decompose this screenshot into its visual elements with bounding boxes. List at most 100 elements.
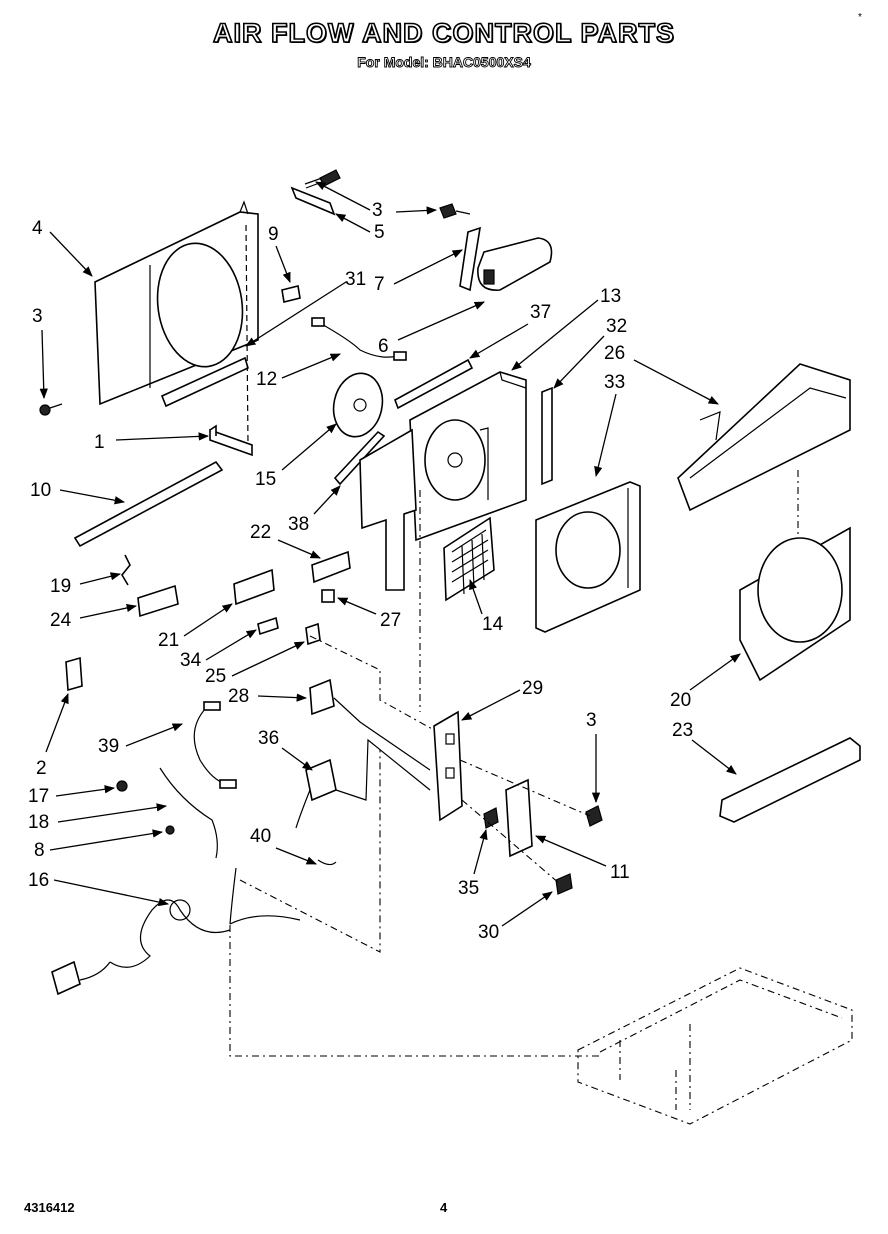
part-13-bulkhead [409,371,527,542]
callout-17: 17 [28,786,49,807]
callout-12: 12 [256,369,277,390]
screw-3-right [585,805,603,827]
callout-37: 37 [530,302,551,323]
assembly-line-switch [309,635,435,731]
callout-1: 1 [94,432,105,453]
part-18-ground-wire [159,767,218,859]
part-27-block [321,589,335,603]
callout-7: 7 [374,274,385,295]
callout-24: 24 [50,610,72,631]
screw-3-upper-right [439,203,471,219]
callout-25: 25 [205,666,226,687]
part-10-seal-strip [73,460,224,548]
callout-20: 20 [670,690,691,711]
part-15-fan-hub [332,372,384,438]
callout-labels: 4 3 9 31 3 5 7 6 12 1 10 15 38 37 13 32 … [28,200,693,943]
part-25-connector [305,622,321,646]
callout-33: 33 [604,372,625,393]
part-17-screw [116,780,128,792]
screw-3-left [39,403,63,416]
assembly-line-harness [229,925,600,1057]
page-number: 4 [440,1200,448,1215]
callout-10: 10 [30,480,51,501]
page-title: AIR FLOW AND CONTROL PARTS [212,17,675,49]
control-mount-bracket [359,428,417,591]
part-11-cover [505,778,533,858]
part-30-screw [555,873,573,895]
assembly-line-35 [461,799,561,885]
callout-34: 34 [180,650,202,671]
part-28-switch [309,678,335,716]
document-number: 4316412 [24,1200,75,1215]
callout-6: 6 [378,336,389,357]
callout-16: 16 [28,870,49,891]
callout-18: 18 [28,812,49,833]
callout-36: 36 [258,728,279,749]
assembly-line-cord [239,750,381,953]
part-20-orifice-ring-panel [739,526,851,682]
callout-5: 5 [374,222,385,243]
part-9-block [281,285,301,303]
callout-3-right: 3 [586,710,597,731]
callout-35: 35 [458,878,479,899]
callout-15: 15 [255,469,276,490]
callout-29: 29 [522,678,543,699]
part-19-clip [121,554,131,586]
callout-4: 4 [32,218,43,239]
callout-40: 40 [250,826,271,847]
sensor-wire [335,738,431,801]
switch-wire [333,697,431,771]
part-31-foam-strip [160,356,249,408]
part-2-clip [65,656,83,692]
part-14-grille [443,516,495,602]
part-35-screw [483,807,499,829]
part-21-plate [233,568,275,606]
part-34-clip [257,616,279,636]
unit-base-pan-outline [577,967,853,1125]
part-4-scroll-panel [94,200,259,406]
callout-22: 22 [250,522,271,543]
part-26-air-duct [677,363,851,512]
callout-9: 9 [268,224,279,245]
assembly-line-screw [459,759,591,817]
part-8-screw [165,825,175,835]
callout-8: 8 [34,840,45,861]
callout-11: 11 [610,862,630,883]
leader-lines [39,181,741,927]
callout-38: 38 [288,514,309,535]
part-24-label [137,584,179,618]
corner-mark: * [858,12,862,23]
part-37-strip [394,358,474,410]
part-1-bracket [209,224,253,457]
part-39-harness [193,701,237,789]
part-22-label [311,550,351,584]
callout-19: 19 [50,576,71,597]
callout-30: 30 [478,922,499,943]
part-16-power-cord [51,867,301,996]
part-29-control-bracket [433,710,463,822]
callout-14: 14 [482,614,504,635]
callout-26: 26 [604,343,625,364]
part-5-clip [290,186,336,216]
part-38-strip [333,430,386,486]
callout-31: 31 [345,269,366,290]
part-12-wire [311,317,407,361]
part-40-wire-clip [317,859,337,866]
callout-27: 27 [380,610,401,631]
callout-32: 32 [606,316,627,337]
part-36-thermostat [295,758,337,829]
callout-28: 28 [228,686,249,707]
part-32-strip [541,386,553,486]
part-33-orifice-panel [535,481,641,633]
model-subtitle: For Model: BHAC0500XS4 [357,54,531,71]
callout-23: 23 [672,720,693,741]
part-23-drain-pan [719,737,861,823]
part-7-capacitor [459,226,553,292]
callout-3-left: 3 [32,306,43,327]
callout-2: 2 [36,758,47,779]
callout-21: 21 [158,630,179,651]
callout-39: 39 [98,736,119,757]
callout-13: 13 [600,286,621,307]
